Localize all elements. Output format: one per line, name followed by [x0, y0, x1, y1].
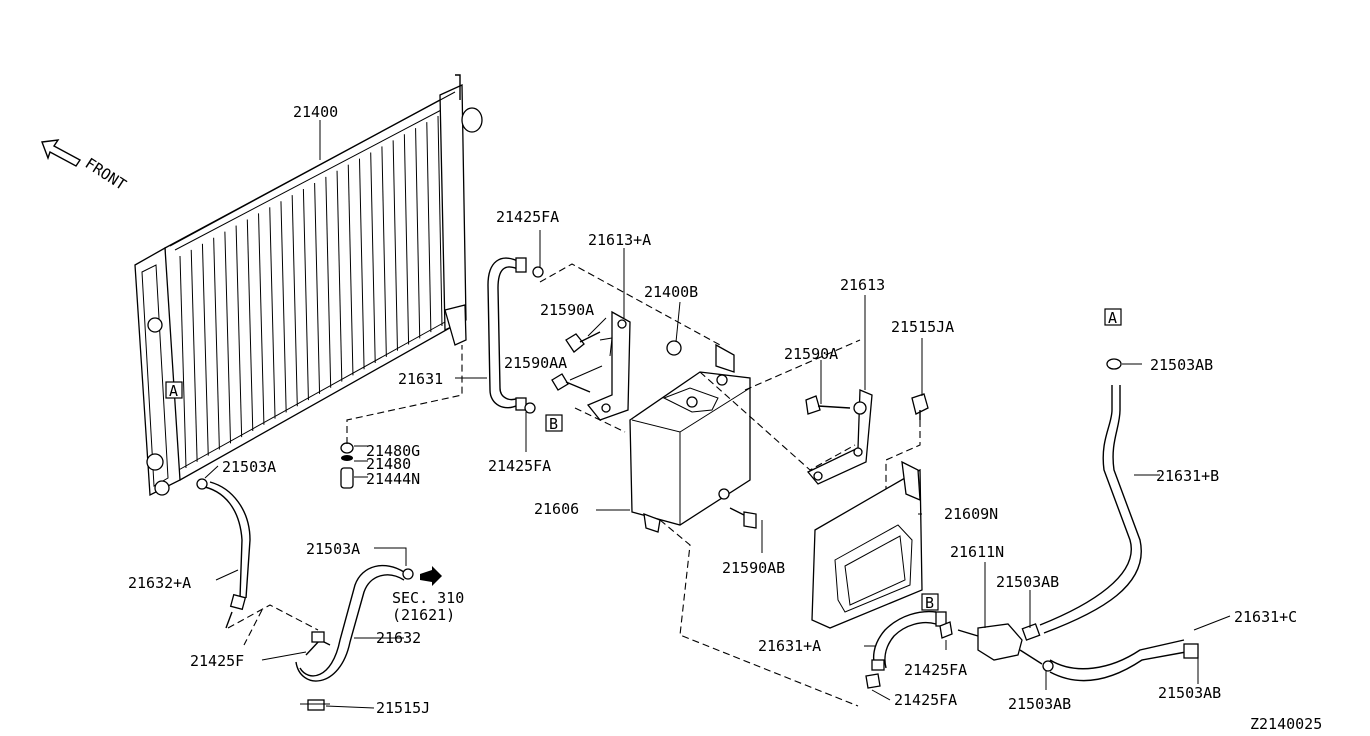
label-21590aa: 21590AA — [504, 354, 567, 372]
ref-box-a-right — [1104, 308, 1122, 326]
label-21480g: 21480G — [366, 442, 420, 460]
diagram-code: Z2140025 — [1250, 715, 1322, 733]
label-21444n: 21444N — [366, 470, 420, 488]
label-21480: 21480 — [366, 455, 411, 473]
bolt-21590ab[interactable] — [729, 507, 757, 529]
sec-ref-line2: (21621) — [392, 606, 455, 624]
label-21590a-left: 21590A — [540, 301, 594, 319]
label-21515j: 21515J — [376, 699, 430, 717]
label-21503ab-bot3: 21503AB — [1158, 684, 1221, 702]
clip-21400b[interactable] — [666, 340, 682, 356]
bolt-21590a-left[interactable] — [565, 331, 601, 353]
svg-text:A: A — [169, 382, 178, 400]
label-21515ja: 21515JA — [891, 318, 954, 336]
label-21400: 21400 — [293, 103, 338, 121]
label-21590ab: 21590AB — [722, 559, 785, 577]
label-21425fa-top: 21425FA — [496, 208, 559, 226]
front-label: FRONT — [82, 154, 130, 194]
label-21606: 21606 — [534, 500, 579, 518]
label-21425fa-mid: 21425FA — [488, 457, 551, 475]
hose-21631[interactable] — [487, 257, 521, 409]
hose-21631b[interactable] — [1039, 385, 1132, 626]
label-21609n: 21609N — [944, 505, 998, 523]
label-21503a-left: 21503A — [222, 458, 276, 476]
label-21631a: 21631+A — [758, 637, 821, 655]
label-21503a-mid: 21503A — [306, 540, 360, 558]
label-21632a: 21632+A — [128, 574, 191, 592]
ref-box-a-left: A — [165, 381, 183, 400]
label-21613: 21613 — [840, 276, 885, 294]
label-21503ab-bot1: 21503AB — [1008, 695, 1071, 713]
sec-arrow-icon — [420, 566, 442, 586]
label-21631c: 21631+C — [1234, 608, 1297, 626]
hose-21632a[interactable] — [199, 485, 243, 599]
label-21613a: 21613+A — [588, 231, 651, 249]
oil-cooler-21606[interactable] — [629, 343, 751, 533]
svg-text:A: A — [1108, 309, 1117, 327]
svg-text:B: B — [549, 415, 558, 433]
label-21632: 21632 — [376, 629, 421, 647]
svg-text:B: B — [925, 594, 934, 612]
label-21503ab-mid: 21503AB — [996, 573, 1059, 591]
sec-ref-line1: SEC. 310 — [392, 589, 464, 607]
clip-21515ja[interactable] — [911, 393, 929, 420]
ref-box-b-right — [921, 593, 939, 611]
ref-box-b-mid — [545, 414, 563, 432]
label-21590a-right: 21590A — [784, 345, 838, 363]
radiator[interactable] — [134, 74, 483, 497]
drain-plug-parts[interactable] — [340, 442, 354, 489]
label-21425fa-lower: 21425FA — [904, 661, 967, 679]
label-21611n: 21611N — [950, 543, 1004, 561]
shield-21609n[interactable] — [811, 460, 923, 629]
bolt-21590aa[interactable] — [551, 373, 591, 393]
hose-21631c[interactable] — [1049, 639, 1185, 670]
label-21631: 21631 — [398, 370, 443, 388]
hose-21631a[interactable] — [872, 610, 937, 669]
label-21503ab-top: 21503AB — [1150, 356, 1213, 374]
label-21425fa-bottom: 21425FA — [894, 691, 957, 709]
leader-lines — [204, 230, 1231, 709]
bolt-21590a-right[interactable] — [805, 395, 851, 415]
label-21400b: 21400B — [644, 283, 698, 301]
hose-21632[interactable] — [299, 564, 405, 677]
front-arrow-icon — [41, 139, 82, 167]
radiator-fins — [179, 115, 443, 469]
valve-21611n[interactable] — [957, 250, 1041, 661]
label-21425f: 21425F — [190, 652, 244, 670]
label-21631b: 21631+B — [1156, 467, 1219, 485]
